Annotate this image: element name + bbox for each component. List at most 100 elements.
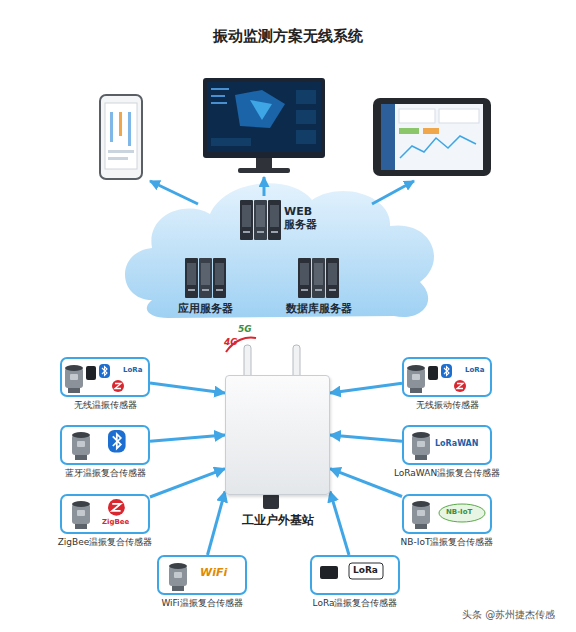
art-shape xyxy=(296,110,316,124)
art-shape xyxy=(399,109,435,123)
art-shape xyxy=(105,103,137,169)
sensor-caption: 蓝牙温振复合传感器 xyxy=(65,467,146,480)
art-shape xyxy=(100,95,142,179)
art-shape xyxy=(296,90,316,104)
server-label: 数据库服务器 xyxy=(286,302,352,315)
signal-arrow xyxy=(330,383,402,393)
phone-figure xyxy=(100,95,142,179)
sensor-caption: LoRa温振复合传感器 xyxy=(313,597,398,610)
art-shape xyxy=(399,128,419,134)
sensor-box: ZigBee温振复合传感器 xyxy=(60,494,150,534)
art-shape xyxy=(296,130,316,144)
network-mark: 4G xyxy=(224,337,238,347)
art-shape xyxy=(412,501,430,529)
sensor-box: 无线振动传感器 xyxy=(402,357,492,397)
base-station-box: 工业户外基站 xyxy=(225,375,330,495)
art-shape xyxy=(108,430,126,452)
protocol-logo: WiFi xyxy=(200,566,227,579)
diagram-title: 振动监测方案无线系统 xyxy=(0,27,576,46)
sensor-box: LoRa温振复合传感器 xyxy=(310,555,400,595)
art-shape xyxy=(320,566,338,579)
signal-arrow xyxy=(330,435,402,441)
art-shape xyxy=(119,112,122,136)
art-shape xyxy=(407,365,425,393)
art-shape xyxy=(110,112,113,142)
monitor-figure xyxy=(203,78,325,173)
signal-arrow xyxy=(150,383,225,393)
art-shape xyxy=(169,563,187,591)
protocol-logo: ZigBee xyxy=(102,518,129,526)
cloud-arrow xyxy=(263,177,266,196)
signal-arrow xyxy=(208,491,226,555)
cloud-arrow xyxy=(372,181,414,204)
art-shape xyxy=(99,364,110,378)
art-shape xyxy=(72,432,90,460)
art-shape xyxy=(439,504,485,522)
server-icon xyxy=(298,258,339,298)
network-mark: 5G xyxy=(238,324,252,334)
protocol-logo: LoRa xyxy=(123,366,142,374)
sensor-box: 无线温振传感器 xyxy=(60,357,150,397)
server-name: 应用服务器 xyxy=(178,302,233,315)
cloud-shape xyxy=(125,183,434,318)
art-shape xyxy=(441,364,452,378)
signal-arrow xyxy=(150,435,225,441)
art-shape xyxy=(454,380,466,392)
cloud-arrow xyxy=(150,181,198,204)
art-shape xyxy=(108,150,134,153)
server-name: 数据库服务器 xyxy=(286,302,352,315)
signal-arrow xyxy=(330,469,402,497)
art-shape xyxy=(207,82,321,152)
connector-plug xyxy=(263,494,279,509)
art-shape xyxy=(86,366,96,380)
protocol-logo: LoRaWAN xyxy=(435,439,479,448)
art-shape xyxy=(439,109,479,123)
art-shape xyxy=(72,501,90,529)
server-name: WEB 服务器 xyxy=(284,205,324,231)
art-shape xyxy=(423,128,439,134)
server-icon xyxy=(240,200,281,240)
art-shape xyxy=(211,95,225,97)
signal-arrow xyxy=(150,469,225,497)
art-shape xyxy=(203,78,325,158)
art-shape xyxy=(400,136,476,158)
art-shape xyxy=(108,157,128,160)
signal-arrow xyxy=(330,491,349,555)
art-shape xyxy=(349,563,383,579)
art-shape xyxy=(211,138,251,146)
sensor-caption: 无线振动传感器 xyxy=(416,399,479,412)
art-shape xyxy=(112,380,124,392)
art-shape xyxy=(381,104,395,170)
art-shape xyxy=(256,158,272,168)
art-shape xyxy=(238,168,290,173)
protocol-logo: LoRa xyxy=(353,565,378,575)
art-shape xyxy=(428,366,438,380)
art-shape xyxy=(412,432,430,460)
protocol-logo: NB-IoT xyxy=(446,508,472,516)
sensor-caption: ZigBee温振复合传感器 xyxy=(58,536,153,549)
protocol-logo: LoRa xyxy=(465,366,484,374)
art-shape xyxy=(381,104,483,170)
art-shape xyxy=(250,100,272,120)
art-shape xyxy=(128,112,131,146)
art-shape xyxy=(211,102,227,104)
server-icon xyxy=(185,258,226,298)
art-shape xyxy=(65,365,83,393)
sensor-caption: WiFi温振复合传感器 xyxy=(161,597,242,610)
sensor-caption: NB-IoT温振复合传感器 xyxy=(401,536,494,549)
server-label: 应用服务器 xyxy=(178,302,233,315)
tablet-figure xyxy=(373,98,491,176)
art-shape xyxy=(108,430,126,452)
sensor-caption: LoRaWAN温振复合传感器 xyxy=(394,467,500,480)
station-label: 工业户外基站 xyxy=(242,512,314,529)
art-shape xyxy=(108,499,125,516)
art-shape xyxy=(373,98,491,176)
art-shape xyxy=(211,88,229,90)
art-shape xyxy=(108,499,125,516)
server-label: WEB 服务器 xyxy=(284,205,324,231)
sensor-caption: 无线温振传感器 xyxy=(74,399,137,412)
sensor-box: 蓝牙温振复合传感器 xyxy=(60,425,150,465)
watermark: 头条 @苏州捷杰传感 xyxy=(462,608,555,622)
art-shape xyxy=(235,90,285,128)
